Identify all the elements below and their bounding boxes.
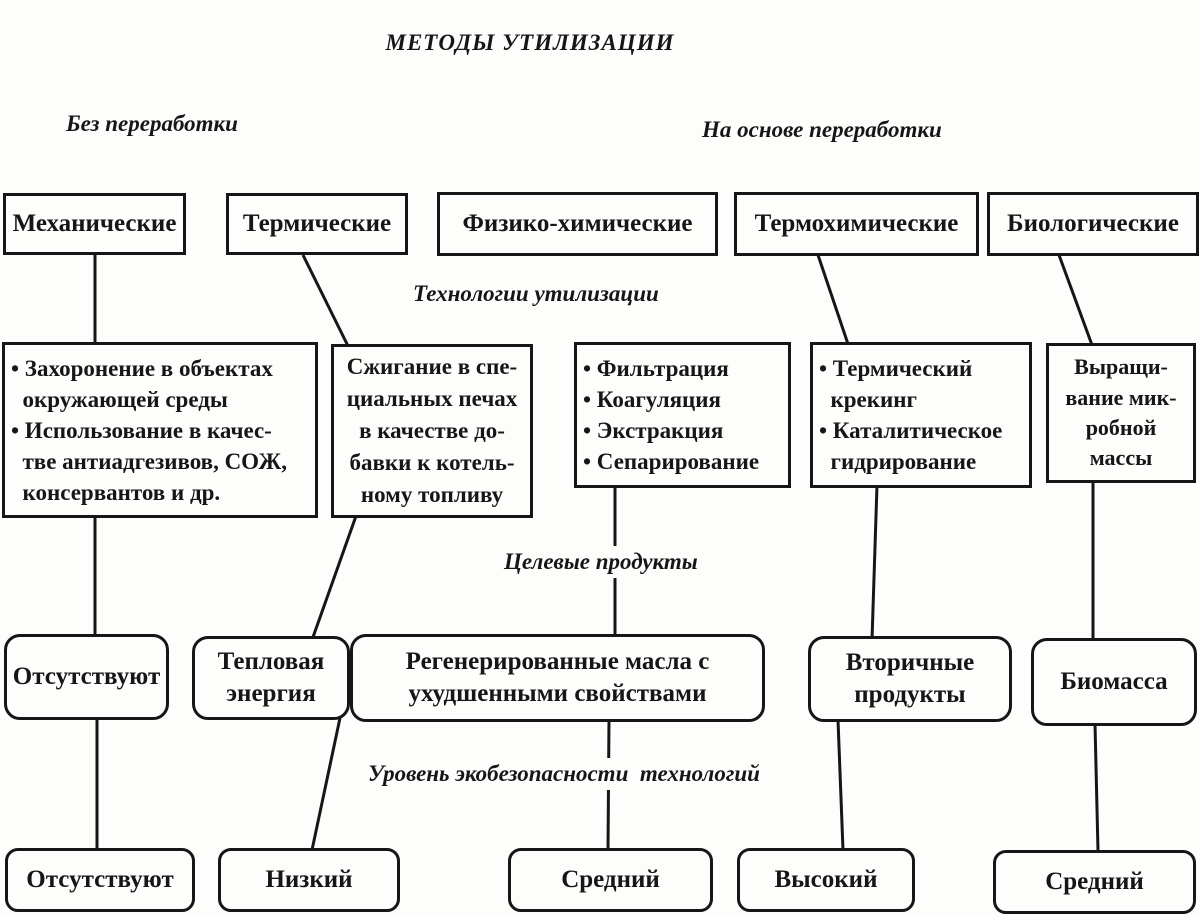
section-label-technologies: Технологии утилизации <box>407 278 665 310</box>
product-box-biological: Биомасса <box>1031 638 1197 726</box>
connector-col2-seg2 <box>310 515 358 641</box>
technology-box-biological: Выращи- вание мик- робной массы <box>1046 343 1196 483</box>
method-box-mechanical: Механические <box>3 193 186 255</box>
method-box-thermochemical: Термохимические <box>734 192 979 256</box>
safety-box-thermal: Низкий <box>218 848 400 912</box>
group-label-no-processing: Без переработки <box>60 108 244 140</box>
safety-box-thermochemical: Высокий <box>737 848 915 912</box>
product-box-thermal: Тепловая энергия <box>192 636 350 720</box>
product-box-mechanical: Отсутствуют <box>4 634 169 720</box>
method-box-thermal: Термические <box>226 193 408 255</box>
connector-col2-seg3 <box>310 717 342 851</box>
connector-col2-seg1 <box>301 254 350 347</box>
connector-col4-seg3 <box>836 719 845 851</box>
product-box-thermochemical: Вторичные продукты <box>808 636 1012 722</box>
connector-col5-seg1 <box>1057 254 1094 346</box>
method-box-physico-chemical: Физико-химические <box>437 192 718 256</box>
safety-box-physico-chemical: Средний <box>508 848 713 912</box>
method-box-biological: Биологические <box>987 192 1199 256</box>
safety-box-biological: Средний <box>993 850 1196 914</box>
safety-box-mechanical: Отсутствуют <box>5 848 195 912</box>
technology-box-physico-chemical: • Фильтрация • Коагуляция • Экстракция •… <box>574 342 791 488</box>
page-title: МЕТОДЫ УТИЛИЗАЦИИ <box>385 30 675 55</box>
connector-col4-seg1 <box>816 254 850 345</box>
product-box-physico-chemical: Регенерированные масла с ухудшенными сво… <box>350 634 765 722</box>
technology-box-thermochemical: • Термический крекинг • Каталитическое г… <box>810 342 1032 488</box>
connector-col4-seg2 <box>870 484 879 641</box>
technology-box-mechanical: • Захоронение в объектах окружающей сред… <box>2 342 318 518</box>
technology-box-thermal: Сжигание в спе- циальных печах в качеств… <box>331 344 533 518</box>
group-label-processing-based: На основе переработки <box>696 114 948 146</box>
connector-col5-seg3 <box>1093 723 1100 852</box>
section-label-safety: Уровень экобезопасности технологий <box>362 758 766 790</box>
section-label-products: Целевые продукты <box>498 546 704 578</box>
